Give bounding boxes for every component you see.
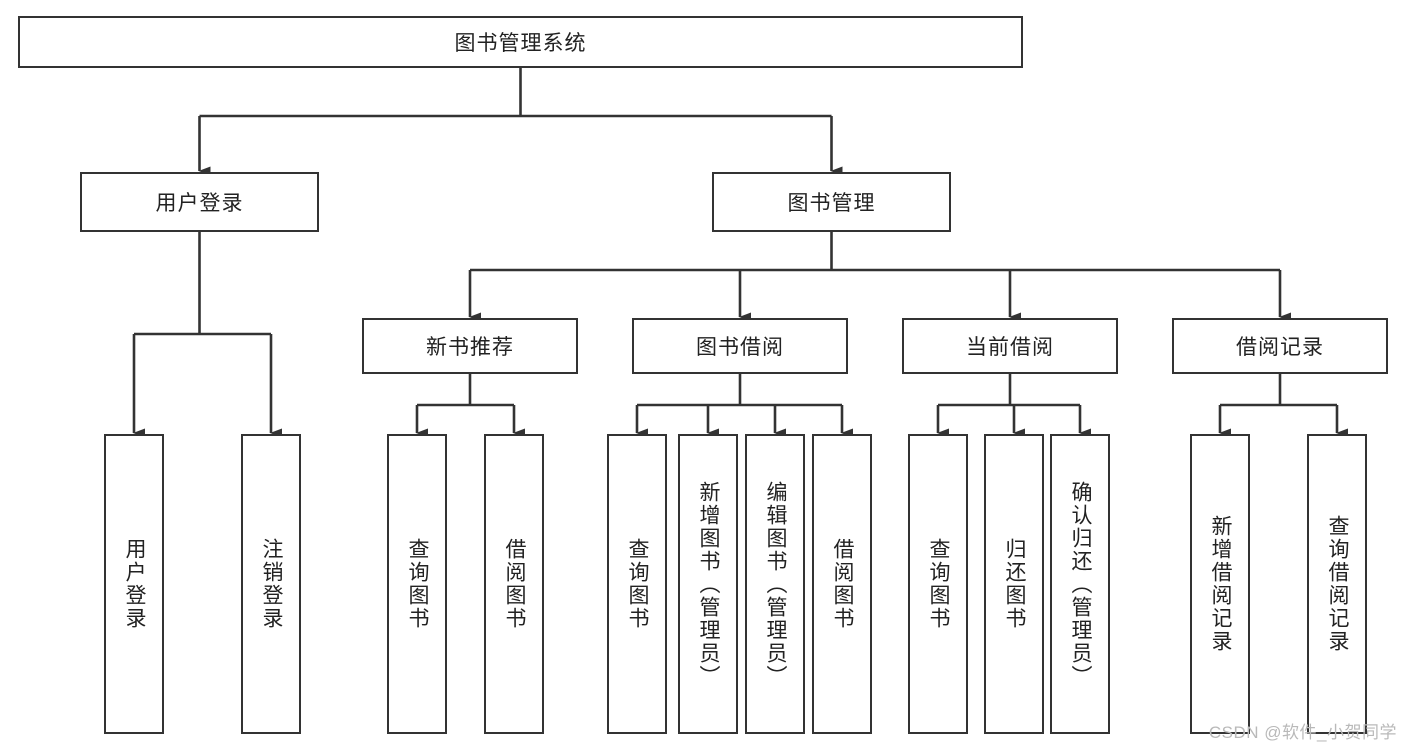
node-label: 借阅图书 <box>503 538 527 630</box>
node-bookmgmt[interactable]: 图书管理 <box>712 172 951 232</box>
node-root[interactable]: 图书管理系统 <box>18 16 1023 68</box>
node-leaf-login-2[interactable]: 注销登录 <box>241 434 301 734</box>
node-label: 借阅图书 <box>831 538 855 630</box>
node-label: 新书推荐 <box>426 336 514 359</box>
node-leaf-cur-2[interactable]: 归还图书 <box>984 434 1044 734</box>
node-leaf-cur-3[interactable]: 确认归还（管理员） <box>1050 434 1110 734</box>
node-label: 归还图书 <box>1003 538 1027 630</box>
node-leaf-borrow-3[interactable]: 编辑图书（管理员） <box>745 434 805 734</box>
node-leaf-borrow-1[interactable]: 查询图书 <box>607 434 667 734</box>
node-label: 编辑图书（管理员） <box>764 480 788 688</box>
node-label: 查询图书 <box>626 538 650 630</box>
node-label: 新增图书（管理员） <box>697 480 721 688</box>
node-leaf-rec-2[interactable]: 查询借阅记录 <box>1307 434 1367 734</box>
node-leaf-login-1[interactable]: 用户登录 <box>104 434 164 734</box>
node-newbook[interactable]: 新书推荐 <box>362 318 578 374</box>
node-leaf-rec-1[interactable]: 新增借阅记录 <box>1190 434 1250 734</box>
node-leaf-cur-1[interactable]: 查询图书 <box>908 434 968 734</box>
node-label: 查询借阅记录 <box>1326 515 1350 653</box>
node-label: 查询图书 <box>406 538 430 630</box>
node-label: 图书管理 <box>787 192 876 215</box>
node-label: 新增借阅记录 <box>1209 515 1233 653</box>
node-login[interactable]: 用户登录 <box>80 172 319 232</box>
watermark-label: CSDN @软件_小贺同学 <box>1208 723 1397 742</box>
node-label: 借阅记录 <box>1236 336 1324 359</box>
node-label: 注销登录 <box>260 538 284 630</box>
node-current[interactable]: 当前借阅 <box>902 318 1118 374</box>
node-leaf-new-1[interactable]: 查询图书 <box>387 434 447 734</box>
node-leaf-borrow-2[interactable]: 新增图书（管理员） <box>678 434 738 734</box>
node-leaf-borrow-4[interactable]: 借阅图书 <box>812 434 872 734</box>
node-label: 当前借阅 <box>966 336 1054 359</box>
node-leaf-new-2[interactable]: 借阅图书 <box>484 434 544 734</box>
node-label: 用户登录 <box>123 538 147 630</box>
node-records[interactable]: 借阅记录 <box>1172 318 1388 374</box>
node-label: 图书借阅 <box>696 336 784 359</box>
node-borrow[interactable]: 图书借阅 <box>632 318 848 374</box>
node-label: 确认归还（管理员） <box>1069 480 1093 688</box>
node-label: 查询图书 <box>927 538 951 630</box>
node-label: 图书管理系统 <box>454 32 587 55</box>
node-label: 用户登录 <box>155 192 244 215</box>
